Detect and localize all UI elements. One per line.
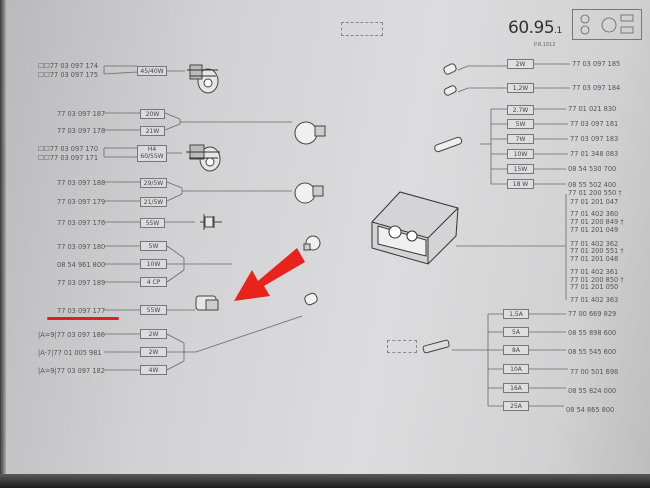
left-part-ref: 77 03 097 180 <box>57 243 106 251</box>
bulb-5w-icon <box>303 235 321 251</box>
bulb-small-1-2w-icon <box>443 85 457 96</box>
wattage-box: 2,7W <box>507 105 534 115</box>
wattage-box: 2W <box>140 329 167 339</box>
page-number: 60.95.1 <box>508 18 562 38</box>
left-part-ref: 08 54 961 800 <box>57 261 106 269</box>
fuse-ref: 77 00 669 829 <box>568 310 617 318</box>
left-part-ref: ☐☐77 03 097 170 <box>38 145 99 153</box>
wattage-box: 21W <box>140 126 165 136</box>
headlamp-bulb-icon <box>187 64 219 94</box>
kit-ref: 77 01 402 363 <box>570 296 619 304</box>
left-part-ref: 77 03 097 189 <box>57 279 106 287</box>
wattage-box: H4 60/55W <box>137 145 167 162</box>
kit-ref: 77 01 402 362 <box>570 240 619 248</box>
left-part-ref: 77 03 097 188 <box>57 179 106 187</box>
left-part-ref-highlighted: 77 03 097 177 <box>57 307 106 315</box>
right-part-ref: 77 03 097 185 <box>572 60 621 68</box>
wattage-box: 4 CP <box>140 277 167 287</box>
kit-ref: 77 01 201 050 <box>570 283 619 291</box>
right-part-ref: 77 03 097 183 <box>570 135 619 143</box>
fuse-ref: 08 55 898 600 <box>568 329 617 337</box>
fuse-rating-box: 8A <box>503 345 529 355</box>
wattage-box: 45/40W <box>137 66 167 76</box>
wattage-box: 7W <box>507 134 534 144</box>
wattage-box: 55W <box>140 305 167 315</box>
page-edge-bottom <box>0 474 650 488</box>
fuse-rating-box: 25A <box>503 401 529 411</box>
kit-ref: 77 01 200 551 † <box>570 247 624 255</box>
left-part-ref: ☐☐77 03 097 171 <box>38 154 99 162</box>
right-part-ref: 08 55 502 400 <box>568 181 617 189</box>
fuse-ref: 77 00 501 698 <box>570 368 619 376</box>
spare-bulb-kit-icon <box>371 191 459 265</box>
bulb-wedge-icon <box>304 292 318 306</box>
kit-ref: 77 01 402 360 <box>570 210 619 218</box>
right-part-ref: 08 54 530 700 <box>568 165 617 173</box>
kit-ref: 77 01 201 049 <box>570 226 619 234</box>
left-part-ref: |A=9|77 03 097 182 <box>38 367 105 375</box>
wattage-box: 1,2W <box>507 83 534 93</box>
right-part-ref: 77 01 348 083 <box>570 150 619 158</box>
wattage-box: 29/5W <box>140 178 167 188</box>
wattage-box: 15W <box>507 164 534 174</box>
festoon-bulb-icon <box>434 136 463 153</box>
legend-bulb-icon <box>572 9 642 40</box>
dashed-placeholder-top <box>341 22 383 36</box>
highlight-underline <box>47 317 119 320</box>
wattage-box: 4W <box>140 365 167 375</box>
dashed-placeholder-fuse <box>387 340 417 353</box>
wattage-box: 21/5W <box>140 197 167 207</box>
wattage-box: 18 W <box>507 179 534 189</box>
left-part-ref: 77 03 097 179 <box>57 198 106 206</box>
wattage-box: 5W <box>140 241 167 251</box>
blade-fuse-icon <box>422 339 450 354</box>
bulb-h1-icon <box>200 214 222 230</box>
highlight-arrow-icon <box>234 248 305 301</box>
fuse-ref: 08 54 865 800 <box>566 406 615 414</box>
fuse-rating-box: 10A <box>503 364 529 374</box>
left-part-ref: 77 03 097 176 <box>57 219 106 227</box>
wattage-box: 10W <box>140 259 167 269</box>
fuse-rating-box: 16A <box>503 383 529 393</box>
bulb-h3-icon <box>195 295 219 311</box>
bulb-21-5w-icon <box>294 182 324 204</box>
page-edge-left <box>0 0 6 488</box>
left-part-ref: ☐☐77 03 097 175 <box>38 71 99 79</box>
wattage-box: 10W <box>507 149 534 159</box>
h4-bulb-icon <box>186 144 221 172</box>
left-part-ref: |A-7|77 01 005 981 <box>38 349 102 357</box>
fuse-ref: 08 55 824 000 <box>568 387 617 395</box>
kit-ref: 77 01 200 850 † <box>570 276 624 284</box>
kit-ref: 77 01 200 550 † <box>568 189 622 197</box>
wattage-box: 5W <box>507 119 534 129</box>
left-part-ref: ☐☐77 03 097 174 <box>38 62 99 70</box>
page-reference: P.R.1012 <box>534 42 556 48</box>
wattage-box: 55W <box>140 218 165 228</box>
fuse-rating-box: 1,5A <box>503 309 529 319</box>
left-part-ref: 77 03 097 178 <box>57 127 106 135</box>
wattage-box: 20W <box>140 109 165 119</box>
right-part-ref: 77 03 097 181 <box>570 120 619 128</box>
fuse-ref: 08 55 545 600 <box>568 348 617 356</box>
right-part-ref: 77 03 097 184 <box>572 84 621 92</box>
kit-ref: 77 01 200 849 † <box>570 218 624 226</box>
wattage-box: 2W <box>140 347 167 357</box>
kit-ref: 77 01 402 361 <box>570 268 619 276</box>
left-part-ref: 77 03 097 187 <box>57 110 106 118</box>
bulb-small-2w-icon <box>443 63 457 75</box>
right-part-ref: 77 01 021 830 <box>568 105 617 113</box>
kit-ref: 77 01 201 047 <box>570 198 619 206</box>
page-number-main: 60.95 <box>508 18 555 38</box>
page-number-suffix: .1 <box>554 26 562 36</box>
wattage-box: 2W <box>507 59 534 69</box>
bulb-21w-icon <box>294 121 326 145</box>
kit-ref: 77 01 201 048 <box>570 255 619 263</box>
fuse-rating-box: 5A <box>503 327 529 337</box>
left-part-ref: |A=9|77 03 097 186 <box>38 331 105 339</box>
